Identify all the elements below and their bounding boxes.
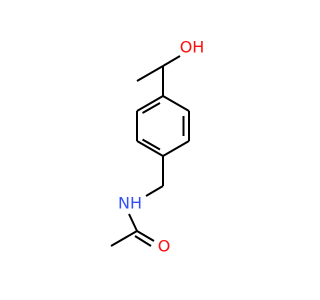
molecule-structure: OH NH O	[110, 38, 204, 256]
ring-bond-3	[162, 140, 190, 157]
bond-nitrogen-carbonyl	[128, 213, 138, 232]
hydroxyl-label: OH	[180, 38, 205, 57]
bond-carbonyl-methyl	[110, 230, 138, 247]
bond-carbonyl-oxygen-1	[136, 230, 155, 242]
bond-methylene-nitrogen	[145, 185, 164, 197]
ring-double-bond-bottom-left	[142, 138, 161, 151]
ring-bond-6	[136, 95, 164, 112]
bond-skeleton	[110, 55, 190, 247]
ring-bond-4	[136, 140, 164, 157]
bond-carbonyl-oxygen-2	[134, 235, 152, 247]
atom-labels: OH NH O	[118, 38, 204, 256]
ring-double-bond-top-left	[142, 102, 161, 114]
bond-methyl-carbinol	[136, 65, 164, 82]
amide-nitrogen-label: NH	[118, 194, 142, 213]
carbonyl-oxygen-label: O	[158, 237, 171, 256]
ring-bond-1	[162, 95, 190, 112]
bond-carbinol-hydroxyl	[162, 55, 181, 67]
